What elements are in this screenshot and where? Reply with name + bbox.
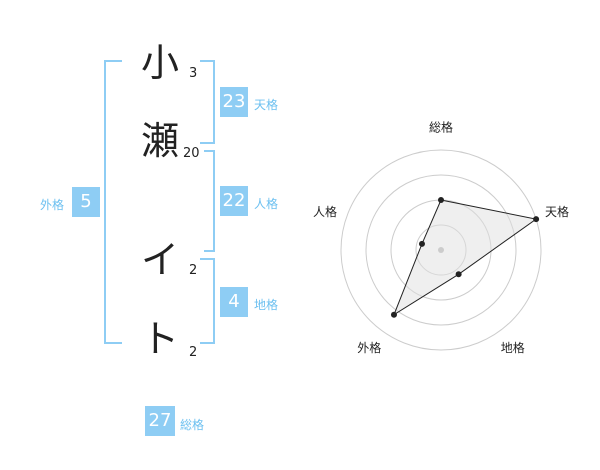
stroke-count-3: 2 — [189, 263, 198, 278]
chikaku-label: 地格 — [254, 298, 279, 312]
name-char-1: 小 — [141, 41, 180, 85]
radar-point-2 — [533, 216, 540, 223]
radar-axis-label-5: 人格 — [313, 204, 337, 219]
stroke-count-1: 3 — [189, 66, 198, 81]
radar-point-5 — [418, 240, 425, 247]
radar-axis-label-1: 総格 — [429, 120, 453, 135]
radar-point-1 — [438, 197, 444, 203]
gaikaku-value: 5 — [72, 187, 100, 217]
radar-point-3 — [455, 271, 462, 278]
jinkaku-label: 人格 — [254, 197, 279, 211]
radar-axis-label-3: 地格 — [501, 340, 525, 355]
stroke-count-4: 2 — [189, 345, 198, 360]
gaikaku-bracket — [104, 60, 122, 344]
stroke-count-2: 20 — [183, 146, 200, 161]
name-char-3: イ — [141, 238, 180, 282]
chikaku-bracket — [200, 258, 215, 344]
name-char-2: 瀬 — [141, 119, 180, 163]
radar-axis-label-2: 天格 — [545, 204, 569, 219]
radar-area — [392, 199, 538, 316]
chikaku-value: 4 — [220, 287, 248, 317]
soukaku-value: 27 — [145, 406, 175, 436]
jinkaku-bracket — [204, 150, 215, 252]
gaikaku-label: 外格 — [40, 198, 65, 212]
jinkaku-value: 22 — [220, 186, 248, 216]
radar-ring-3 — [365, 174, 517, 326]
tenkaku-bracket — [200, 60, 215, 144]
radar-center-dot — [438, 247, 444, 253]
soukaku-label: 総格 — [180, 418, 205, 432]
radar-axis-label-4: 外格 — [357, 340, 381, 355]
radar-ring-4 — [340, 149, 542, 351]
name-char-4: ト — [141, 317, 180, 361]
tenkaku-label: 天格 — [254, 98, 279, 112]
radar-point-4 — [390, 311, 397, 318]
tenkaku-value: 23 — [220, 87, 248, 117]
